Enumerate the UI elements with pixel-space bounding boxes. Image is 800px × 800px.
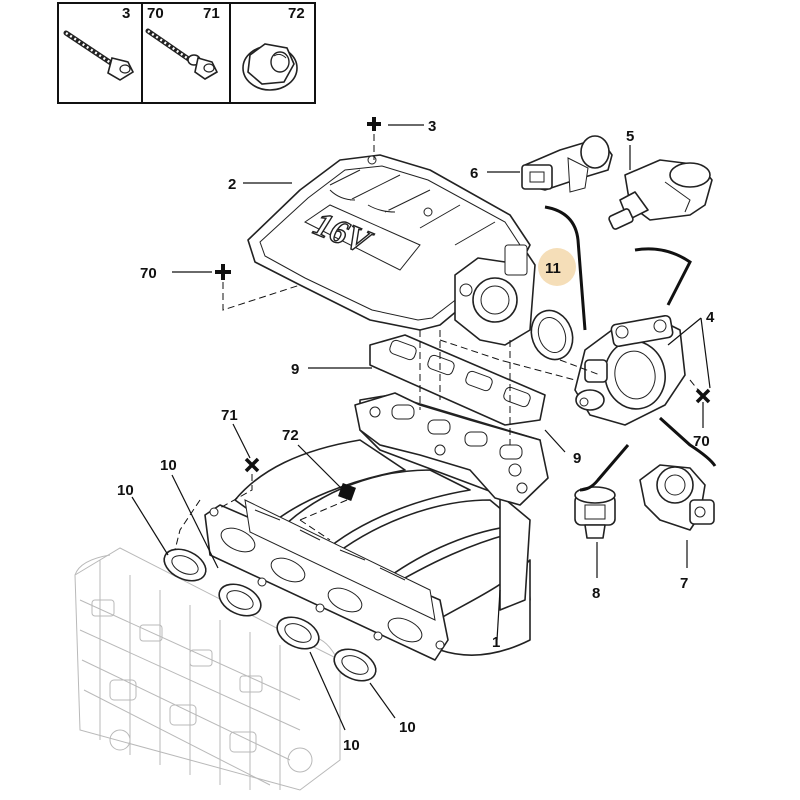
port-gaskets[interactable] <box>159 543 381 687</box>
header-cell-71-number: 71 <box>203 5 220 22</box>
header-cell-3[interactable]: 3 <box>63 5 135 81</box>
callout-10-a[interactable]: 10 <box>160 457 177 474</box>
callout-7[interactable]: 7 <box>680 575 688 592</box>
intake-manifold[interactable] <box>204 392 549 661</box>
port-gasket-1[interactable] <box>159 543 211 587</box>
fastener-marker-72 <box>338 483 356 501</box>
callout-6[interactable]: 6 <box>470 165 478 182</box>
bolt-icon <box>63 30 135 81</box>
callout-9-right[interactable]: 9 <box>573 450 581 467</box>
callout-8[interactable]: 8 <box>592 585 600 602</box>
callout-9-top[interactable]: 9 <box>291 361 299 378</box>
callout-10-c[interactable]: 10 <box>343 737 360 754</box>
header-cell-3-number: 3 <box>122 5 130 22</box>
header-cell-72-number: 72 <box>288 5 305 22</box>
port-gasket-3[interactable] <box>272 611 324 655</box>
callout-5[interactable]: 5 <box>626 128 634 145</box>
assembly-lines <box>174 134 704 551</box>
idle-valve-5[interactable] <box>608 159 713 230</box>
sensor-7[interactable] <box>639 464 715 531</box>
throttle-body[interactable] <box>574 314 686 426</box>
callout-71[interactable]: 71 <box>221 407 238 424</box>
callout-labels: 1 2 3 4 5 6 7 8 9 9 10 10 10 10 11 70 70… <box>117 118 715 754</box>
callout-2[interactable]: 2 <box>228 176 236 193</box>
callout-10-d[interactable]: 10 <box>399 719 416 736</box>
callout-11[interactable]: 11 <box>545 260 561 277</box>
fastener-marker-70-right <box>695 388 711 404</box>
header-cell-70-71[interactable]: 70 71 <box>145 5 220 80</box>
callout-11-highlight <box>538 248 576 286</box>
nut-icon <box>242 43 298 91</box>
port-gasket-2[interactable] <box>214 578 266 622</box>
fastener-markers <box>215 117 711 501</box>
stud-bolt-icon <box>145 28 219 80</box>
callout-10-b[interactable]: 10 <box>117 482 134 499</box>
header-cell-72[interactable]: 72 <box>242 5 305 91</box>
plenum-gasket[interactable] <box>369 334 546 426</box>
parts-header-table: 3 70 71 72 <box>57 2 316 104</box>
callout-4[interactable]: 4 <box>706 309 715 326</box>
throttle-body-mounted[interactable] <box>454 244 536 346</box>
fastener-marker-71 <box>244 457 260 473</box>
connector-curves <box>544 205 717 492</box>
callout-70-left[interactable]: 70 <box>140 265 157 282</box>
callout-leaders <box>131 124 711 731</box>
sensor-8[interactable] <box>574 486 616 539</box>
callout-72[interactable]: 72 <box>282 427 299 444</box>
fastener-marker-70-left <box>215 264 231 280</box>
port-gasket-4[interactable] <box>329 643 381 687</box>
callout-70-right[interactable]: 70 <box>693 433 710 450</box>
header-cell-70-number: 70 <box>147 5 164 22</box>
sensor-6[interactable] <box>521 135 613 193</box>
throttle-seal[interactable] <box>525 305 580 366</box>
callout-1[interactable]: 1 <box>492 634 500 651</box>
fastener-marker-3 <box>367 117 381 131</box>
callout-3[interactable]: 3 <box>428 118 436 135</box>
